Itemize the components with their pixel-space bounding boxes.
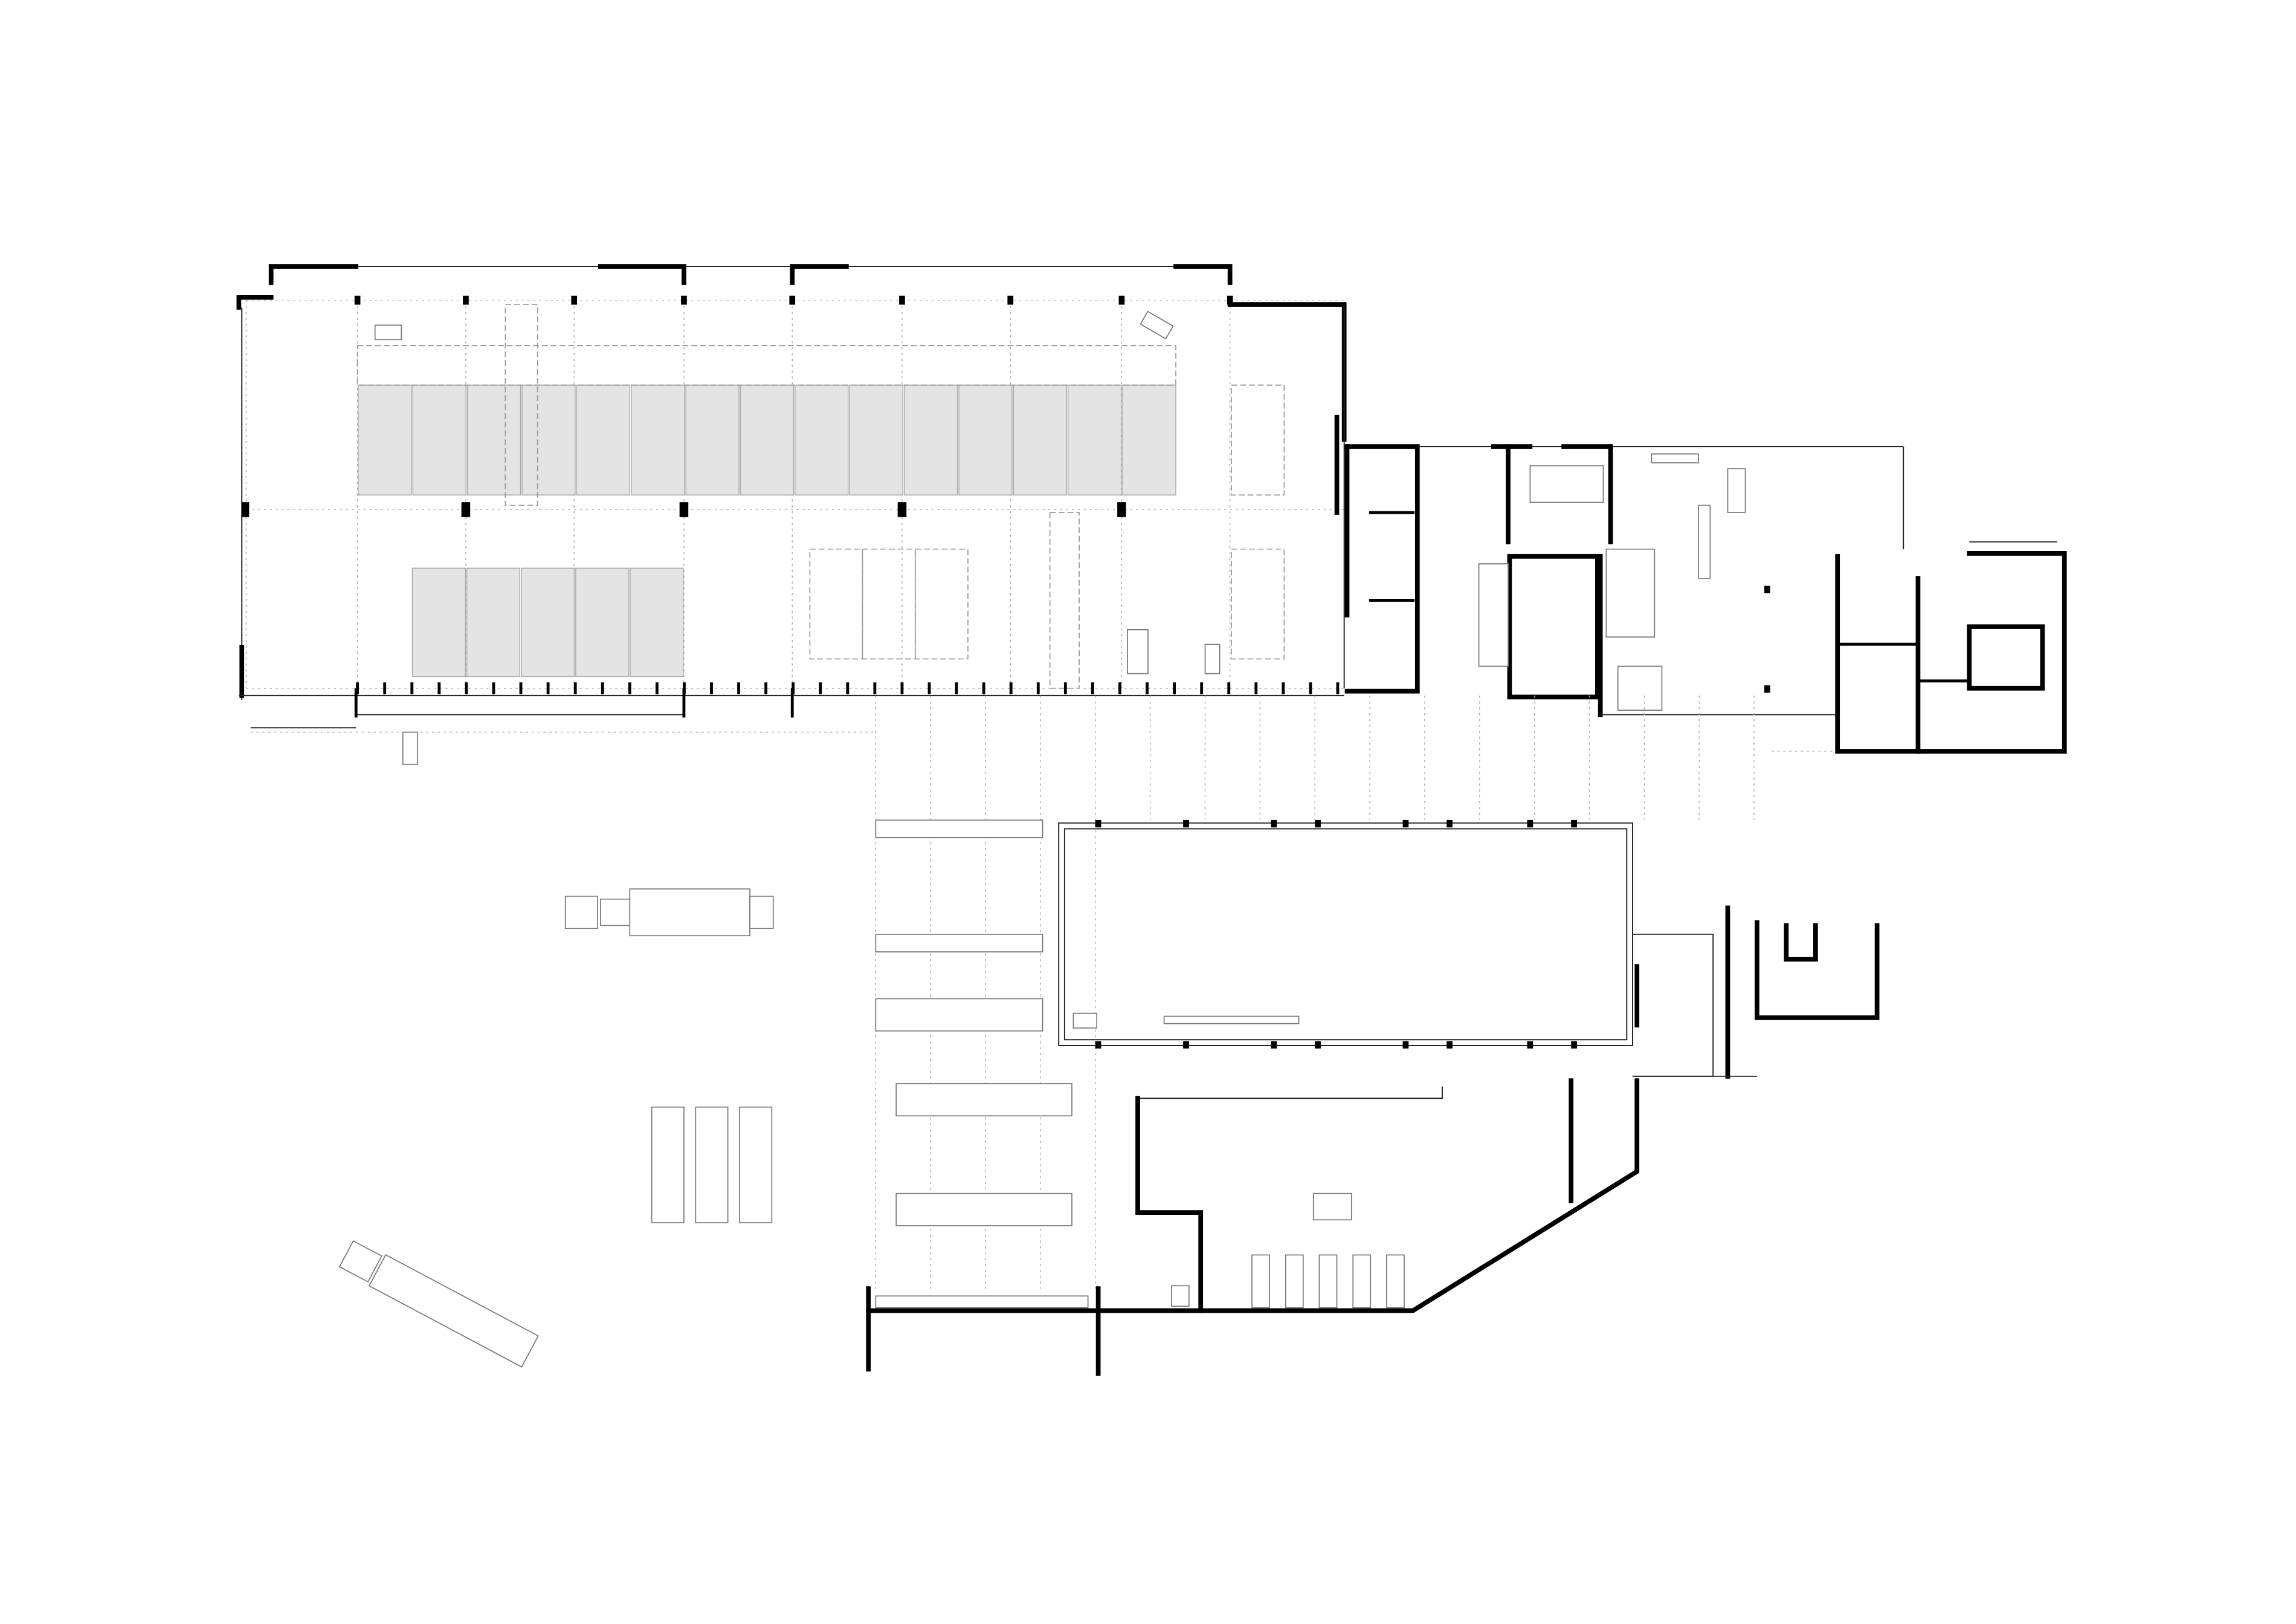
rack-panel [466, 384, 521, 496]
rack-panel [466, 568, 521, 678]
column [1527, 1041, 1533, 1049]
mullion [1118, 682, 1121, 694]
column [897, 502, 907, 517]
rack-panel [521, 384, 576, 496]
mullion [383, 682, 387, 694]
dashed-zones [356, 304, 1285, 689]
column [1183, 820, 1189, 827]
mullion [873, 682, 877, 694]
mullion [1309, 682, 1312, 694]
column [1571, 820, 1577, 827]
column [571, 296, 578, 305]
column [1007, 296, 1014, 305]
column [1315, 820, 1321, 827]
rack-panel [630, 568, 684, 678]
mullion [601, 682, 604, 694]
mullion [1282, 682, 1285, 694]
mullion [437, 682, 441, 694]
rack-panel [576, 384, 631, 496]
rack-panel [849, 384, 903, 496]
mullion [683, 682, 686, 694]
mullion [737, 682, 740, 694]
mullion [1173, 682, 1176, 694]
columns [242, 296, 1577, 1049]
column [1095, 1041, 1101, 1049]
column [1271, 820, 1277, 827]
mullion [1009, 682, 1013, 694]
rack-panel [685, 384, 740, 496]
column [1227, 296, 1233, 305]
mullion [492, 682, 495, 694]
column [789, 296, 796, 305]
rack-panel [411, 568, 466, 678]
column [1446, 820, 1453, 827]
mullion [1036, 682, 1040, 694]
mullion [465, 682, 468, 694]
mullion [764, 682, 768, 694]
mullion [1091, 682, 1094, 694]
column [1527, 820, 1533, 827]
mullion [710, 682, 713, 694]
mullion [1063, 682, 1067, 694]
column [463, 296, 469, 305]
mullion [573, 682, 577, 694]
mullion [655, 682, 659, 694]
mullion [1146, 682, 1149, 694]
column [1402, 1041, 1409, 1049]
mullion [628, 682, 631, 694]
rack-panel [1067, 384, 1122, 496]
column [1095, 820, 1101, 827]
rack-panel [795, 384, 849, 496]
rack-panel [630, 384, 685, 496]
column [354, 296, 361, 305]
rack-panel [740, 384, 795, 496]
mullion [900, 682, 904, 694]
south-hall [866, 822, 1640, 1376]
mullion [927, 682, 931, 694]
column [1117, 502, 1126, 517]
mullion [519, 682, 523, 694]
mullion [410, 682, 414, 694]
mullion [792, 682, 795, 694]
east-building [1835, 541, 2067, 754]
rack-panel [1013, 384, 1068, 496]
column [1402, 820, 1409, 827]
rack-panel [521, 568, 575, 678]
mullion [955, 682, 958, 694]
column [461, 502, 471, 517]
mullion [1200, 682, 1204, 694]
storage-racks [358, 384, 1176, 678]
mullion [356, 682, 360, 694]
loading-lanes [875, 695, 1755, 1289]
rack-panel [958, 384, 1013, 496]
mullion [982, 682, 985, 694]
mullion [1254, 682, 1258, 694]
mullion [1336, 682, 1340, 694]
yard-objects [338, 819, 1089, 1368]
column [1183, 1041, 1189, 1049]
mullion [1227, 682, 1231, 694]
rack-panel [1122, 384, 1176, 496]
west-hall [236, 264, 1347, 765]
column [1271, 1041, 1277, 1049]
column [1315, 1041, 1321, 1049]
rack-panel [903, 384, 958, 496]
column [1446, 1041, 1453, 1049]
mullion [846, 682, 850, 694]
middle-building [1344, 444, 1904, 717]
mullion [546, 682, 550, 694]
column [242, 502, 250, 517]
rack-panel [358, 384, 412, 496]
column [681, 296, 687, 305]
southeast-annex [1632, 905, 1880, 1079]
rack-panel [412, 384, 466, 496]
column [679, 502, 689, 517]
column [1571, 1041, 1577, 1049]
column [899, 296, 905, 305]
mullion [819, 682, 822, 694]
rack-panel [575, 568, 630, 678]
column [1118, 296, 1125, 305]
